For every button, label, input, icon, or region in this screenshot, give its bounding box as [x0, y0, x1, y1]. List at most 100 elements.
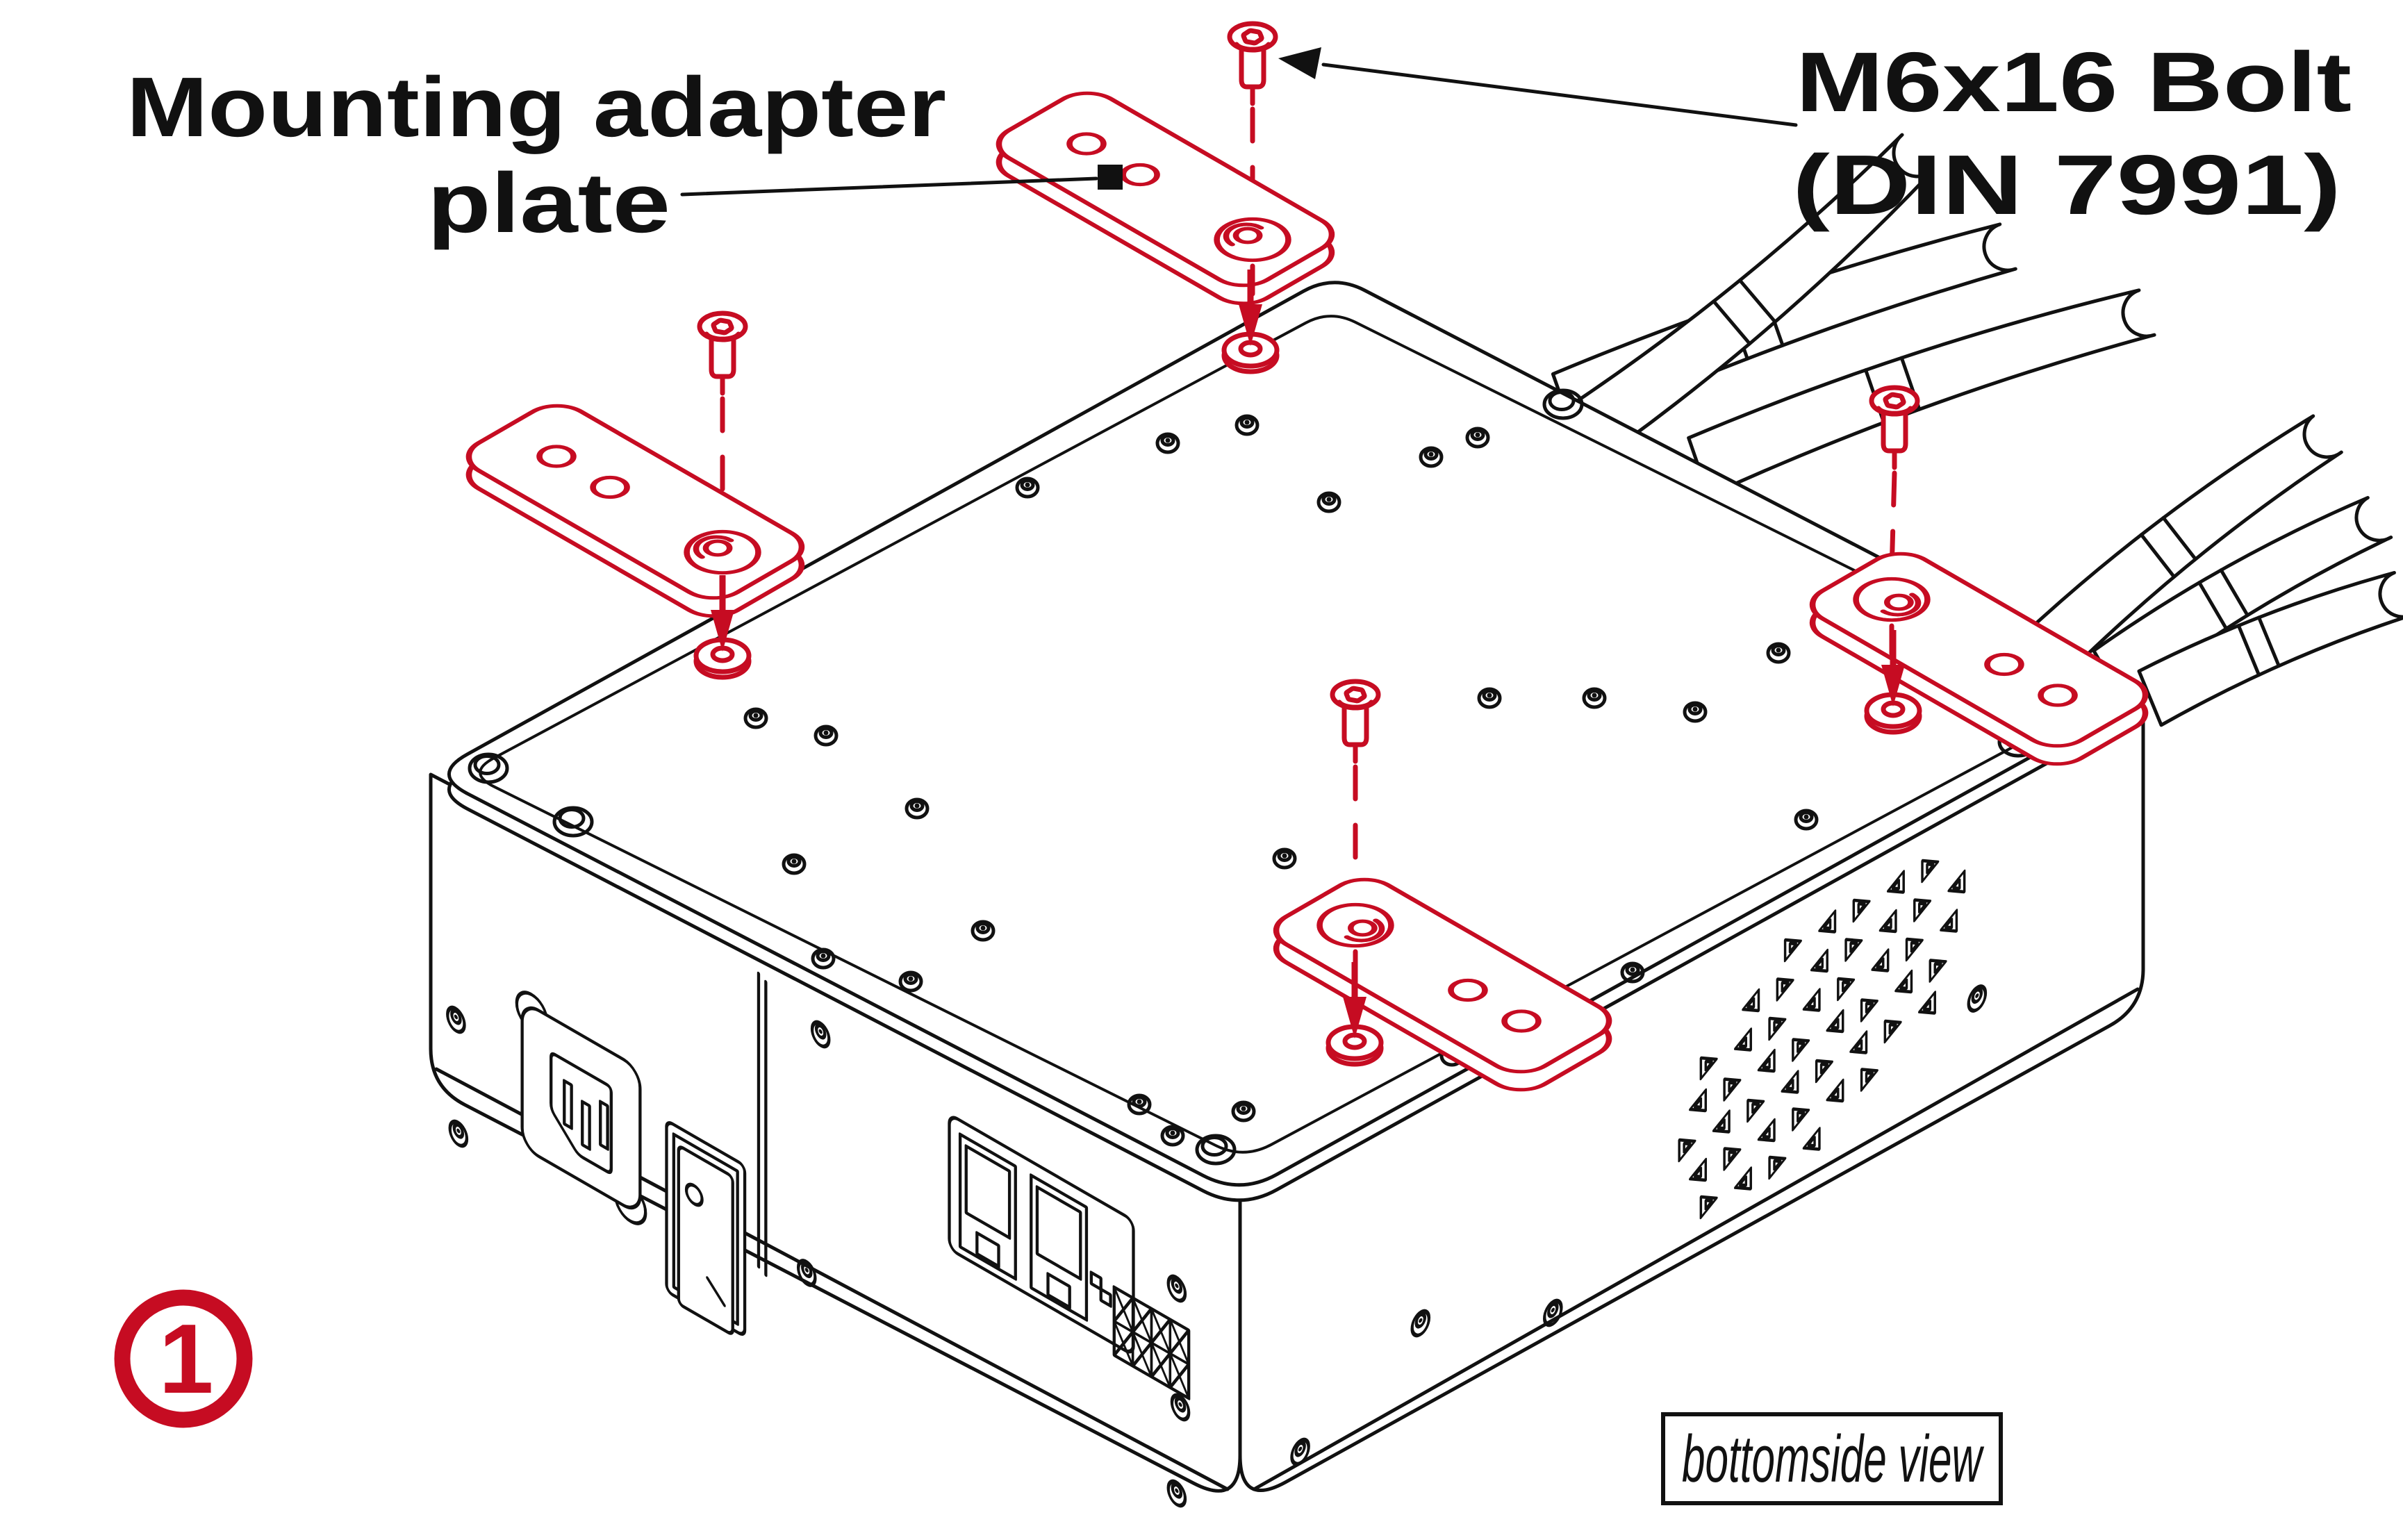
vent-hole [1940, 909, 1958, 933]
mounting-adapter-plate [465, 404, 805, 618]
vent-hole [1776, 977, 1794, 1002]
vent-hole [1810, 948, 1828, 973]
screw-head [1582, 687, 1607, 709]
screw-head [1419, 446, 1444, 468]
antenna [2137, 570, 2403, 727]
screw-head [905, 797, 930, 820]
mounting-adapter-plate [1809, 552, 2149, 766]
insertion-arrow [1343, 962, 1366, 1038]
view-caption-text: bottomside view [1682, 1422, 1985, 1496]
screw-head [1272, 847, 1297, 870]
right-face-details [1290, 859, 1988, 1466]
mount-assembly-top [996, 21, 1335, 374]
switch-off-mark [684, 1182, 704, 1207]
step-badge-ring [114, 1289, 253, 1428]
insertion-arrow [1239, 270, 1262, 346]
mounting-adapter-plate [1273, 877, 1612, 1092]
screw-head [1465, 427, 1490, 449]
vent-hole [1733, 1166, 1752, 1191]
ethernet-jack [958, 1132, 1017, 1281]
screw-head [1127, 1093, 1152, 1116]
screw-head [1620, 961, 1645, 984]
screw-head [1477, 687, 1502, 709]
m6-countersunk-bolt [1869, 385, 1920, 470]
vent-hole [1757, 1118, 1776, 1143]
screw-head [811, 947, 836, 970]
vent-hole [1733, 1027, 1752, 1052]
screw-head [796, 1259, 817, 1287]
vent-hole [1742, 988, 1760, 1013]
screw-head [1166, 1479, 1187, 1508]
screw-head [1231, 1100, 1256, 1123]
m6-countersunk-bolt [1330, 679, 1381, 764]
vent-hole [1815, 1059, 1833, 1084]
chassis [429, 281, 2145, 1493]
vent-hole [1781, 1070, 1799, 1094]
countersink-hole [1214, 217, 1291, 263]
screw-head [1155, 432, 1180, 454]
vent-hole [1768, 1016, 1787, 1041]
switch-on-mark [706, 1276, 726, 1307]
bottom-panel-screws [468, 388, 2039, 1166]
vent-hole [1678, 1138, 1696, 1163]
screw-head [446, 1005, 466, 1034]
vent-hole [1689, 1157, 1708, 1182]
bolt-callout-line2: (DIN 7991) [1792, 138, 2341, 232]
screw-head [782, 853, 807, 875]
vent-hole [1844, 938, 1863, 962]
vent-hole [1768, 1155, 1787, 1180]
view-caption-box: bottomside view [1661, 1412, 2003, 1505]
vent-hole [1826, 1009, 1844, 1034]
view-caption-border [1661, 1412, 2003, 1505]
antenna [1576, 133, 1935, 449]
vent-hole [1723, 1077, 1742, 1102]
port-cluster [948, 1116, 1191, 1400]
vent-hole [1837, 977, 1856, 1002]
vent-hole [1947, 869, 1966, 894]
vent-hole [1913, 898, 1932, 922]
vent-hole [1757, 1048, 1776, 1073]
screw-head [1794, 809, 1819, 831]
screw-head [743, 707, 768, 729]
plate-hole [1066, 132, 1107, 156]
vent-hole [1929, 959, 1947, 983]
screw-head [971, 920, 996, 942]
screw-head [1160, 1125, 1185, 1147]
vent-hole [1746, 1098, 1765, 1123]
antenna [2033, 414, 2343, 672]
vent-hole [1886, 870, 1905, 894]
vent-hole [1852, 898, 1871, 923]
antenna [2092, 496, 2393, 703]
step-badge-number: 1 [159, 1304, 214, 1414]
screw-head [1290, 1437, 1310, 1466]
plate-hole [1984, 652, 2024, 677]
threaded-insert [1864, 692, 1922, 735]
foot-boss [552, 806, 594, 838]
mount-assembly-left [465, 311, 805, 680]
plate-hole [536, 445, 577, 468]
vent-hole [1783, 938, 1802, 963]
screw-head [1170, 1393, 1191, 1422]
countersink-hole [1853, 577, 1931, 622]
mount-assembly-bottom [1273, 679, 1612, 1092]
screw-head [1234, 414, 1260, 436]
plate-hole [1448, 978, 1488, 1002]
plate-hole [590, 475, 630, 499]
vent-hole [1723, 1147, 1742, 1171]
vent-hole [1860, 998, 1878, 1022]
power-switch [665, 1121, 747, 1336]
insertion-arrow [711, 575, 734, 652]
vent-hole [1802, 988, 1821, 1012]
step-badge: 1 [114, 1289, 253, 1428]
chassis-left-face [429, 772, 1242, 1493]
vent-hole [1905, 937, 1924, 962]
countersink-hole [1316, 902, 1394, 948]
power-inlet-c14 [515, 991, 647, 1225]
vent-hole [1818, 909, 1837, 934]
vent-hole [1802, 1127, 1821, 1151]
vent-hole [1792, 1107, 1810, 1132]
vent-hole [1699, 1195, 1718, 1220]
m6-countersunk-bolt [697, 311, 748, 396]
